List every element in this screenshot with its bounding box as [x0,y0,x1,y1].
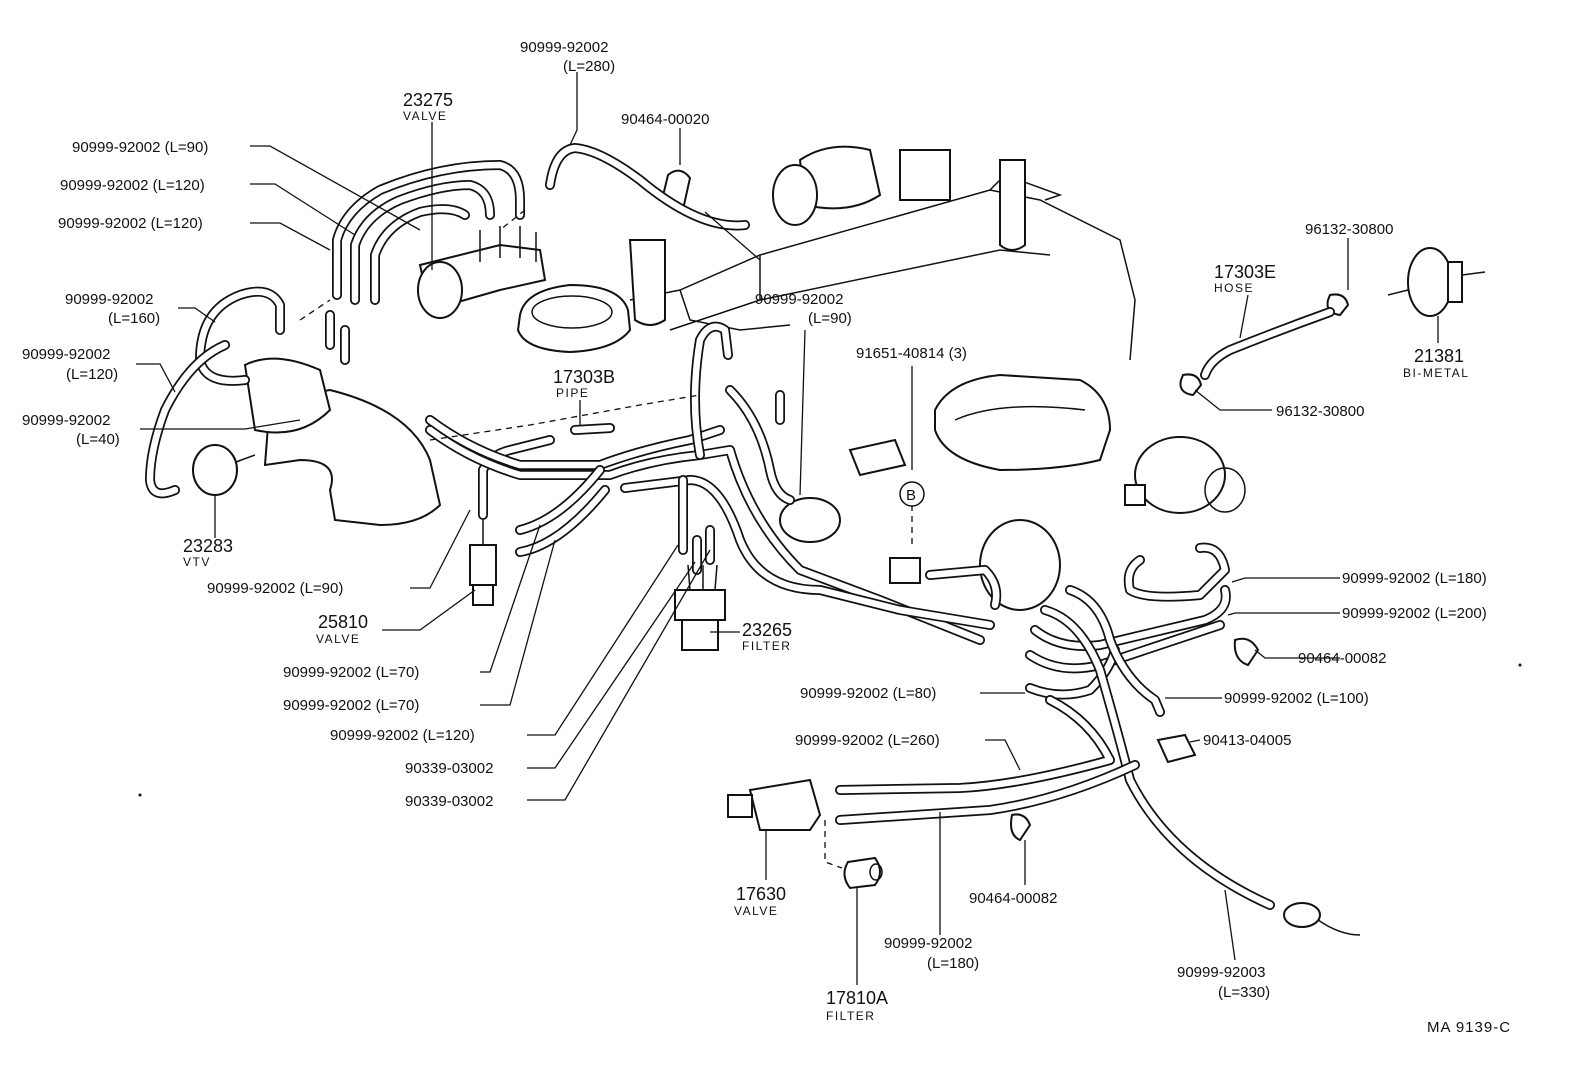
label-90413: 90413-04005 [1203,732,1291,749]
label-92002-l260: 90999-92002 (L=260) [795,732,940,749]
label-21381-bimetal: BI-METAL [1403,366,1469,380]
label-92003: 90999-92003 [1177,964,1265,981]
label-17303e: 17303E [1214,262,1276,282]
label-92002-l120-c: 90999-92002 [22,346,110,363]
label-96132-bot: 96132-30800 [1276,403,1364,420]
label-92002-l180-r: 90999-92002 (L=180) [1342,570,1487,587]
label-90464-00020: 90464-00020 [621,111,709,128]
reference-lines [299,209,913,869]
label-90339-b: 90339-03002 [405,793,493,810]
speck [138,793,142,797]
label-92002-l90-b: 90999-92002 [755,291,843,308]
label-23265: 23265 [742,620,792,640]
label-90464-00082-b: 90464-00082 [969,890,1057,907]
label-91651: 91651-40814 (3) [856,345,967,362]
valve-23275-body [417,226,547,319]
label-92002-l80: 90999-92002 (L=80) [800,685,936,702]
label-23283: 23283 [183,536,233,556]
label-l280: (L=280) [563,58,615,75]
hoses [145,143,1335,910]
label-92002-l120-d: 90999-92002 (L=120) [330,727,475,744]
label-17303e-hose: HOSE [1214,281,1254,295]
label-l40: (L=40) [76,431,120,448]
label-17303b-pipe: PIPE [556,386,589,400]
valve-25810-body [469,520,497,606]
label-17810a: 17810A [826,988,888,1008]
label-23265-filter: FILTER [742,639,791,653]
label-l180-b: (L=180) [927,955,979,972]
engine-outline [243,145,1246,611]
label-23283-vtv: VTV [183,555,211,569]
label-92002-l40: 90999-92002 [22,412,110,429]
label-92002-l100: 90999-92002 (L=100) [1224,690,1369,707]
label-92002-l280: 90999-92002 [520,39,608,56]
label-96132-top: 96132-30800 [1305,221,1393,238]
label-92002-l90-top: 90999-92002 (L=90) [72,139,208,156]
filter-17810a-body [843,856,883,890]
label-l330: (L=330) [1218,984,1270,1001]
label-92002-l180-b: 90999-92002 [884,935,972,952]
label-92002-l70-a: 90999-92002 (L=70) [283,664,419,681]
label-17630: 17630 [736,884,786,904]
label-23275: 23275 [403,90,453,110]
leader-lines [136,72,1439,985]
vtv-23283-body [192,444,256,496]
label-17810a-filter: FILTER [826,1009,875,1023]
label-l120-c: (L=120) [66,366,118,383]
label-90339-a: 90339-03002 [405,760,493,777]
label-25810-valve: VALVE [316,632,360,646]
callout-b-letter: B [906,487,916,504]
label-17303b: 17303B [553,367,615,387]
valve-17630-body [727,778,822,831]
speck [1518,663,1522,667]
bimetal-21381-body [1387,247,1486,317]
callout-b: B [899,481,925,507]
label-92002-l200: 90999-92002 (L=200) [1342,605,1487,622]
label-92002-l120-b: 90999-92002 (L=120) [58,215,203,232]
label-17630-valve: VALVE [734,904,778,918]
label-23275-valve: VALVE [403,109,447,123]
label-l160: (L=160) [108,310,160,327]
label-92002-l120-a: 90999-92002 (L=120) [60,177,205,194]
filter-23265-body [674,564,726,651]
label-l90-b: (L=90) [808,310,852,327]
label-21381: 21381 [1414,346,1464,366]
label-90464-00082-r: 90464-00082 [1298,650,1386,667]
diaphragm-units [779,438,1361,936]
label-92002-l70-b: 90999-92002 (L=70) [283,697,419,714]
reference-code: MA 9139-C [1427,1019,1511,1036]
label-92002-l90-left: 90999-92002 (L=90) [207,580,343,597]
label-25810: 25810 [318,612,368,632]
label-92002-l160: 90999-92002 [65,291,153,308]
part-labels: 90999-92002 (L=280) 23275 VALVE 90464-00… [22,39,1511,1036]
